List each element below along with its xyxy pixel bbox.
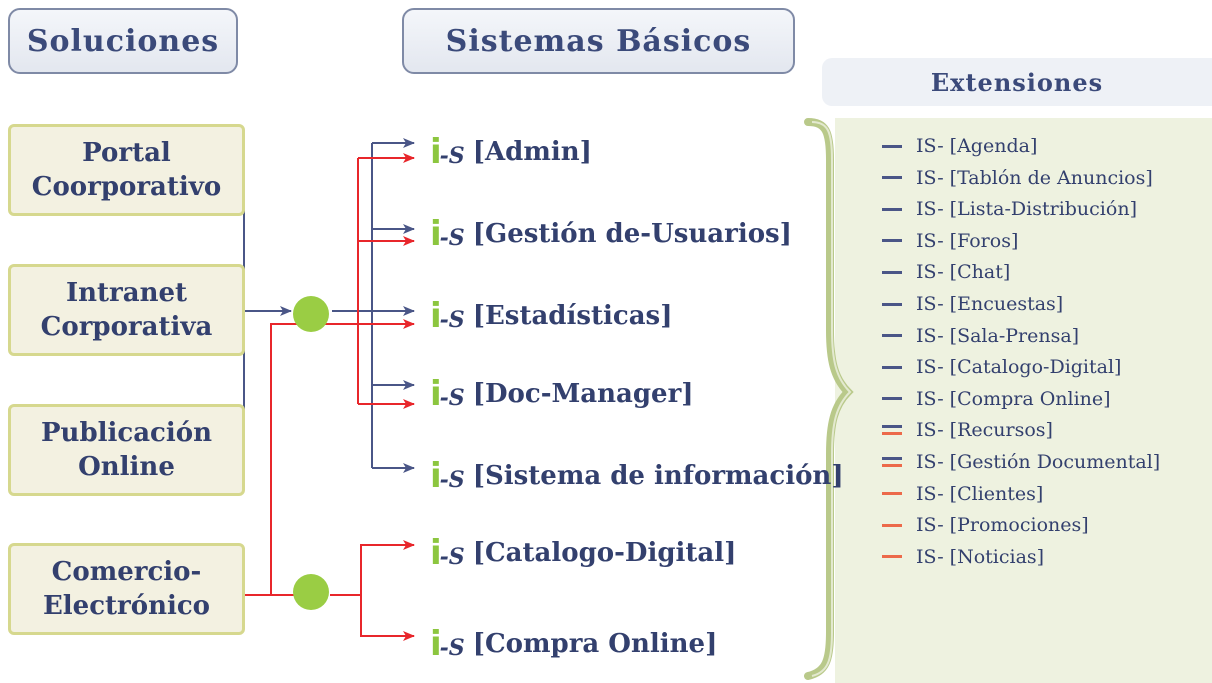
extension-item: IS- [Clientes]	[882, 480, 1043, 508]
extension-label: IS- [Compra Online]	[916, 387, 1111, 410]
solution-line1: Comercio-	[51, 557, 202, 587]
system-estadisticas: i-S [Estadísticas]	[430, 296, 673, 336]
solution-line1: Portal	[82, 138, 171, 168]
extension-label: IS- [Recursos]	[916, 419, 1053, 442]
extension-label: IS- [Chat]	[916, 261, 1011, 284]
system-label: [Compra Online]	[472, 629, 718, 659]
extension-marker-icon	[882, 144, 902, 148]
extension-item: IS- [Tablón de Anuncios]	[882, 164, 1153, 192]
extensions-panel	[835, 118, 1212, 683]
extensions-header: Extensiones	[822, 58, 1212, 106]
extension-marker-icon	[882, 555, 902, 559]
extension-label: IS- [Clientes]	[916, 482, 1044, 505]
system-label: [Doc-Manager]	[472, 379, 694, 409]
extension-label: IS- [Catalogo-Digital]	[916, 356, 1122, 379]
extension-label: IS- [Gestión Documental]	[916, 451, 1161, 473]
extension-item: IS- [Gestión Documental]	[882, 448, 1160, 476]
extension-label: IS- [Tablón de Anuncios]	[916, 166, 1153, 189]
basic-systems-header: Sistemas Básicos	[402, 8, 795, 74]
extension-label: IS- [Foros]	[916, 229, 1019, 252]
is-logo-icon: i-S	[430, 214, 465, 254]
system-gestion-usuarios: i-S [Gestión de-Usuarios]	[430, 214, 792, 254]
extension-marker-icon	[882, 397, 902, 401]
solution-comercio-electronico: Comercio- Electrónico	[8, 543, 245, 635]
extension-item: IS- [Agenda]	[882, 132, 1037, 160]
extension-label: IS- [Encuestas]	[916, 293, 1064, 315]
extension-label: IS- [Noticias]	[916, 545, 1045, 568]
extension-label: IS- [Promociones]	[916, 514, 1089, 537]
extension-item: IS- [Noticias]	[882, 543, 1044, 571]
extension-marker-icon	[882, 425, 902, 436]
extension-marker-icon	[882, 270, 902, 274]
extension-label: IS- [Sala-Prensa]	[916, 324, 1080, 347]
extension-item: IS- [Lista-Distribución]	[882, 195, 1137, 223]
is-logo-icon: i-S	[430, 456, 465, 496]
hub-node	[293, 296, 329, 332]
system-label: [Admin]	[472, 137, 592, 167]
extension-marker-icon	[882, 302, 902, 306]
extension-marker-icon	[882, 239, 902, 243]
extension-item: IS- [Recursos]	[882, 416, 1053, 444]
solution-line2: Electrónico	[42, 591, 211, 621]
is-logo-icon: i-S	[430, 132, 465, 172]
solution-line2: Coorporativo	[31, 172, 222, 202]
extension-item: IS- [Foros]	[882, 227, 1018, 255]
is-logo-icon: i-S	[430, 533, 465, 573]
extension-marker-icon	[882, 207, 902, 211]
extension-item: IS- [Encuestas]	[882, 290, 1063, 318]
solution-line2: Online	[78, 452, 175, 482]
extension-item: IS- [Promociones]	[882, 511, 1089, 539]
extension-marker-icon	[882, 492, 902, 496]
extension-item: IS- [Sala-Prensa]	[882, 322, 1079, 350]
extension-marker-icon	[882, 523, 902, 527]
system-compra-online: i-S [Compra Online]	[430, 624, 717, 664]
solution-line2: Corporativa	[40, 312, 213, 342]
ecommerce-hub-node	[293, 574, 329, 610]
extension-label: IS- [Agenda]	[916, 135, 1038, 157]
extension-item: IS- [Compra Online]	[882, 385, 1111, 413]
extension-marker-icon	[882, 457, 902, 467]
extension-item: IS- [Chat]	[882, 258, 1010, 286]
extension-label: IS- [Lista-Distribución]	[916, 198, 1137, 221]
extension-marker-icon	[882, 334, 902, 338]
is-logo-icon: i-S	[430, 374, 465, 414]
is-logo-icon: i-S	[430, 624, 465, 664]
system-label: [Sistema de información]	[472, 461, 844, 491]
solution-line1: Intranet	[65, 278, 188, 308]
extension-marker-icon	[882, 365, 902, 369]
system-catalogo-digital: i-S [Catalogo-Digital]	[430, 533, 736, 573]
system-label: [Gestión de-Usuarios]	[472, 219, 792, 249]
system-sistema-informacion: i-S [Sistema de información]	[430, 456, 844, 496]
extension-marker-icon	[882, 176, 902, 180]
system-admin: i-S [Admin]	[430, 132, 592, 172]
is-logo-icon: i-S	[430, 296, 465, 336]
extension-item: IS- [Catalogo-Digital]	[882, 353, 1121, 381]
system-label: [Estadísticas]	[472, 301, 673, 331]
solution-line1: Publicación	[40, 418, 213, 448]
solutions-header: Soluciones	[8, 8, 238, 74]
system-doc-manager: i-S [Doc-Manager]	[430, 374, 694, 414]
system-label: [Catalogo-Digital]	[472, 538, 737, 568]
